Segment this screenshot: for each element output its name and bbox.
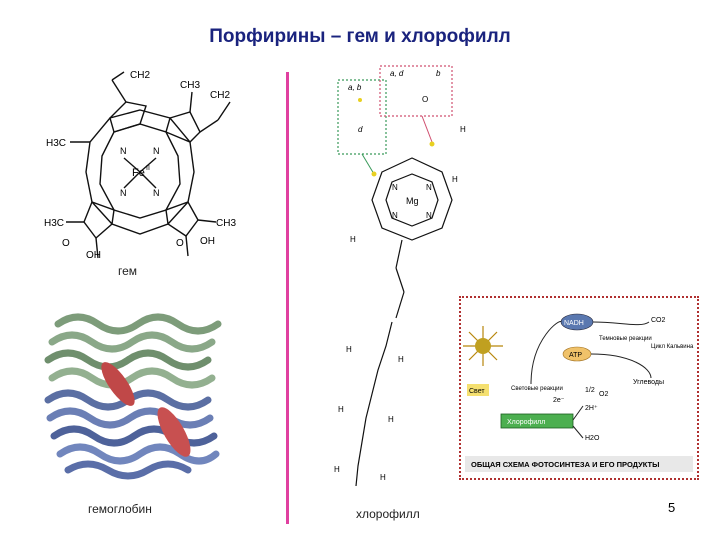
heme-o-label-right: O bbox=[176, 238, 184, 249]
page-number: 5 bbox=[668, 500, 676, 515]
chlorophyll-box-label: Хлорофилл bbox=[507, 419, 545, 426]
divider-line bbox=[286, 72, 289, 524]
chl-variant-d-label: d bbox=[358, 125, 363, 134]
heme-ch2-top-label: CH2 bbox=[130, 70, 150, 81]
dark-reactions-label: Темновые реакции bbox=[599, 336, 652, 342]
heme-ch3-top-label: CH3 bbox=[180, 80, 200, 91]
chl-h-label-5: H bbox=[398, 355, 404, 364]
heme-fe-label: Fe bbox=[132, 167, 145, 179]
co2-label: CO2 bbox=[651, 317, 666, 324]
chl-variant-ad-label: a, d bbox=[390, 69, 404, 78]
heme-n-label-1: N bbox=[120, 146, 127, 156]
hemoglobin-image bbox=[38, 304, 236, 482]
heme-caption: гем bbox=[118, 264, 138, 278]
heme-h3c-left-label: H3C bbox=[46, 138, 66, 149]
o2-label: O2 bbox=[599, 391, 608, 398]
heme-ch2-right-label: CH2 bbox=[210, 90, 230, 101]
heme-oh-label-right: OH bbox=[200, 236, 215, 247]
half-label: 1/2 bbox=[585, 387, 595, 394]
chl-h-label-7: H bbox=[388, 415, 394, 424]
chlorophyll-structure: a, b d a, d b O Mg N N N N H H H H H H H… bbox=[334, 65, 466, 487]
heme-n-label-3: N bbox=[120, 188, 127, 198]
scheme-footer-label: ОБЩАЯ СХЕМА ФОТОСИНТЕЗА И ЕГО ПРОДУКТЫ bbox=[471, 460, 659, 469]
hemoglobin-caption: гемоглобин bbox=[88, 502, 152, 516]
chl-n-label-1: N bbox=[392, 183, 398, 192]
chl-variant-ab-label: a, b bbox=[348, 83, 362, 92]
chl-n-label-2: N bbox=[426, 183, 432, 192]
chl-n-label-3: N bbox=[392, 211, 398, 220]
chl-h-label-3: H bbox=[452, 175, 458, 184]
two-protons-label: 2H⁺ bbox=[585, 405, 598, 412]
carbohydrates-label: Углеводы bbox=[633, 379, 664, 386]
chl-variant-b-label: b bbox=[436, 69, 441, 78]
chl-mg-label: Mg bbox=[406, 196, 419, 206]
h2o-label: H2O bbox=[585, 435, 600, 442]
chl-h-label-2: H bbox=[460, 125, 466, 134]
chlorophyll-caption: хлорофилл bbox=[356, 507, 420, 521]
heme-ch3-bottom-label: CH3 bbox=[216, 218, 236, 229]
photosynthesis-scheme: NADH CO2 Темновые реакции Цикл Кальвина … bbox=[459, 296, 699, 480]
heme-o-label-left: O bbox=[62, 238, 70, 249]
heme-n-label-4: N bbox=[153, 188, 160, 198]
chl-h-label-6: H bbox=[338, 405, 344, 414]
heme-fe-oxidation-label: II bbox=[146, 165, 150, 172]
light-reactions-label: Световые реакции bbox=[511, 386, 563, 392]
heme-h3c-bottom-label: H3C bbox=[44, 218, 64, 229]
atp-label: ATP bbox=[569, 352, 582, 359]
page-title: Порфирины – гем и хлорофилл bbox=[209, 26, 511, 47]
chl-h-label-8: H bbox=[334, 465, 340, 474]
heme-structure: CH2 CH3 CH2 H3C N N N N Fe II H3C CH3 O … bbox=[44, 70, 236, 261]
chl-n-label-4: N bbox=[426, 211, 432, 220]
two-electrons-label: 2e⁻ bbox=[553, 397, 565, 404]
photosynthesis-diagram: NADH CO2 Темновые реакции Цикл Кальвина … bbox=[463, 313, 694, 472]
light-label: Свет bbox=[469, 388, 485, 395]
chl-o-label: O bbox=[422, 95, 428, 104]
calvin-cycle-label: Цикл Кальвина bbox=[651, 344, 694, 350]
nadh-label: NADH bbox=[564, 320, 584, 327]
chl-h-label-4: H bbox=[346, 345, 352, 354]
chl-h-label-9: H bbox=[380, 473, 386, 482]
heme-oh-label-left: OH bbox=[86, 250, 101, 261]
heme-n-label-2: N bbox=[153, 146, 160, 156]
chl-h-label-1: H bbox=[350, 235, 356, 244]
